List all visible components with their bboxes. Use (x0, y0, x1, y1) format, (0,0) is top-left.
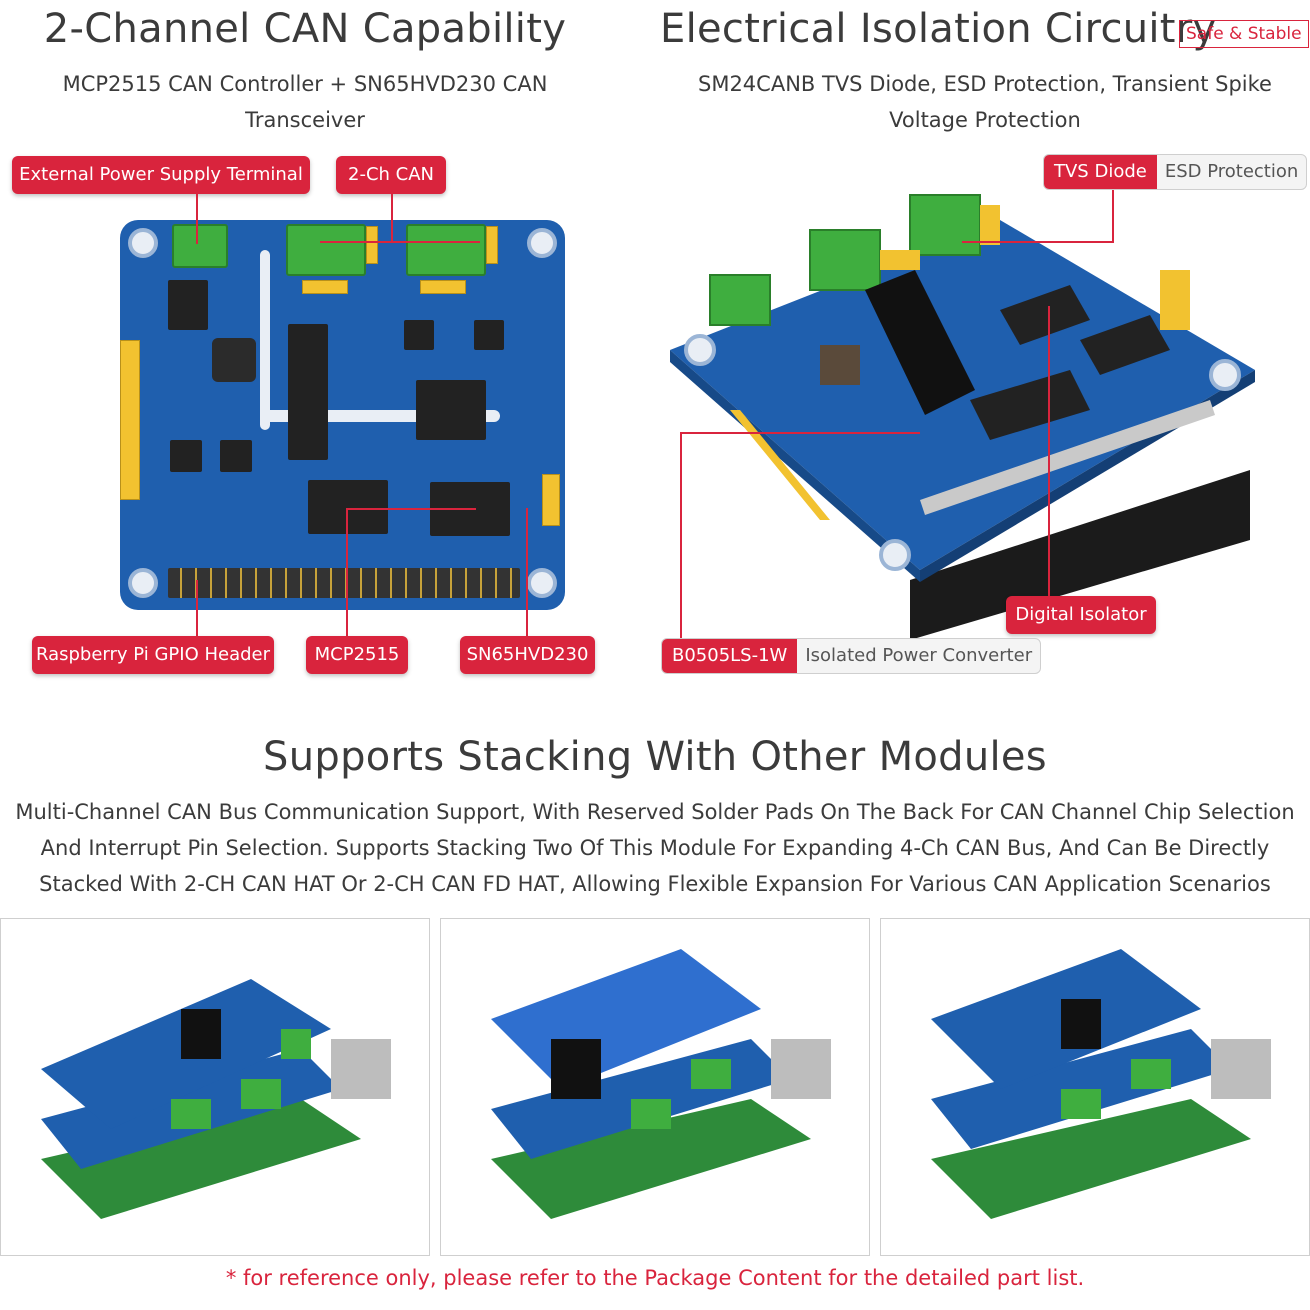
label-b0505ls: B0505LS-1W Isolated Power Converter (661, 638, 1042, 674)
leader-line (1048, 306, 1050, 598)
label-sn65hvd230: SN65HVD230 (460, 636, 595, 674)
b0505ls-label: B0505LS-1W (662, 639, 798, 673)
leader-line (346, 508, 348, 636)
isolated-power-converter-label: Isolated Power Converter (805, 645, 1033, 666)
section1-title: 2-Channel CAN Capability (43, 6, 567, 52)
leader-line (526, 508, 528, 636)
tvs-diode-label: TVS Diode (1044, 155, 1157, 189)
safe-stable-badge: Safe & Stable (1179, 20, 1309, 48)
section3-title: Supports Stacking With Other Modules (263, 734, 1047, 780)
leader-line (196, 194, 198, 244)
can-hat-top-view-image (120, 220, 565, 610)
label-2ch-can: 2-Ch CAN (336, 156, 446, 194)
stacking-photo-3 (880, 918, 1310, 1256)
label-tvs-diode-esd: TVS Diode ESD Protection (1043, 154, 1308, 190)
leader-line (962, 241, 1114, 243)
leader-line (680, 432, 682, 638)
section2-subtitle-line1: SM24CANB TVS Diode, ESD Protection, Tran… (698, 72, 1272, 96)
label-mcp2515: MCP2515 (306, 636, 408, 674)
esd-protection-label: ESD Protection (1164, 161, 1299, 182)
label-gpio-header: Raspberry Pi GPIO Header (32, 636, 274, 674)
label-digital-isolator: Digital Isolator (1006, 596, 1156, 634)
stacking-photo-2 (440, 918, 870, 1256)
leader-line (320, 241, 480, 243)
leader-line (346, 508, 476, 510)
footer-note: * for reference only, please refer to th… (225, 1266, 1085, 1290)
section3-line1: Multi-Channel CAN Bus Communication Supp… (15, 800, 1295, 824)
section2-subtitle-line2: Voltage Protection (889, 108, 1081, 132)
leader-line (391, 194, 393, 242)
section1-subtitle: MCP2515 CAN Controller + SN65HVD230 CAN … (62, 72, 548, 132)
can-hat-angled-view-image (670, 170, 1270, 640)
leader-line (196, 580, 198, 636)
section2-title: Electrical Isolation Circuitry (660, 6, 1217, 52)
leader-line (1112, 190, 1114, 242)
section3-line2: And Interrupt Pin Selection. Supports St… (40, 836, 1270, 860)
section3-line3: Stacked With 2-CH CAN HAT Or 2-CH CAN FD… (39, 872, 1271, 896)
leader-line (680, 432, 920, 434)
label-external-power-terminal: External Power Supply Terminal (12, 156, 310, 194)
stacking-photo-1 (0, 918, 430, 1256)
